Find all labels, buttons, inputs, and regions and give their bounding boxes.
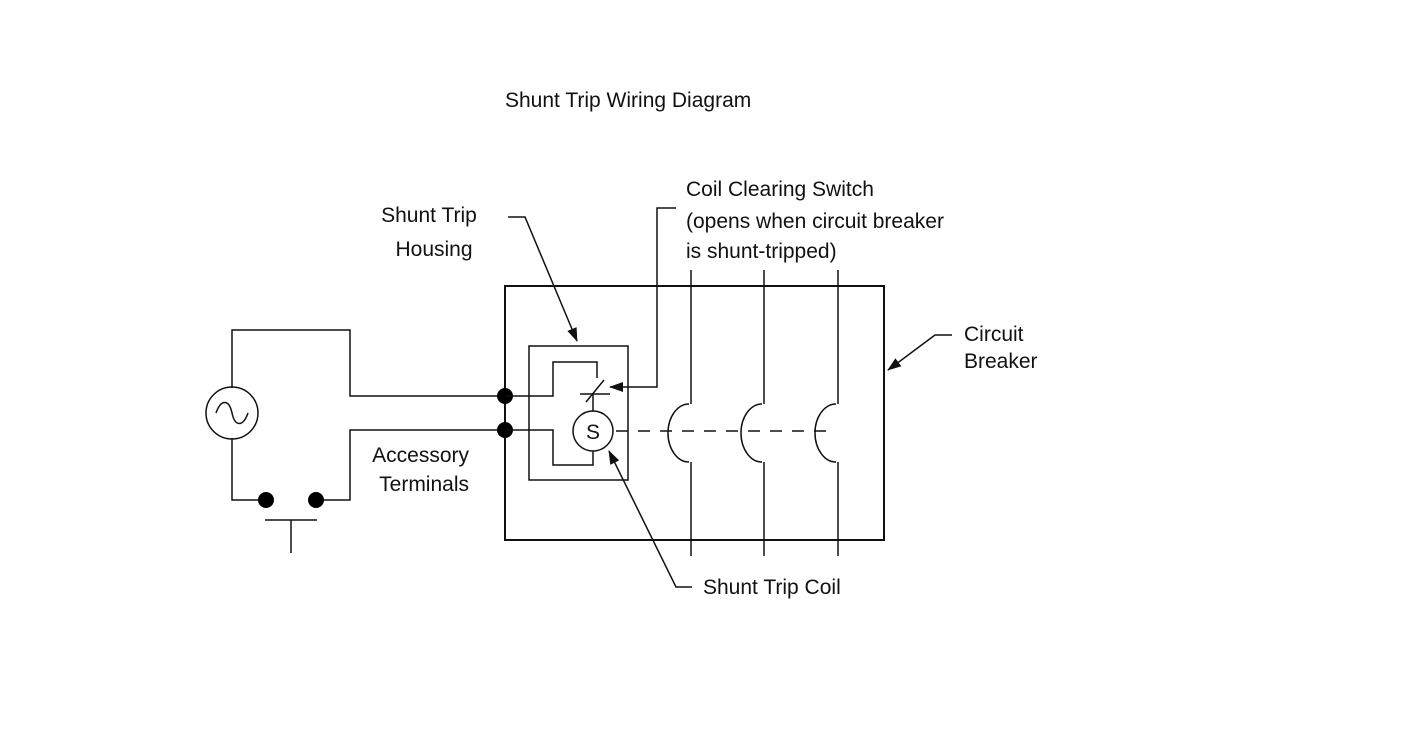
circuit-breaker-leader-arrow <box>887 334 952 371</box>
diagram-title: Shunt Trip Wiring Diagram <box>505 89 751 112</box>
svg-text:Circuit: Circuit <box>964 323 1024 346</box>
breaker-pole-1 <box>667 270 692 556</box>
breaker-pole-3 <box>814 270 839 556</box>
svg-text:Accessory: Accessory <box>372 444 469 467</box>
svg-text:Terminals: Terminals <box>379 473 469 496</box>
pushbutton-switch-icon <box>258 492 324 553</box>
shunt-trip-coil-leader-arrow <box>608 450 692 588</box>
breaker-pole-2 <box>740 270 765 556</box>
supply-wire-bottom-right <box>316 429 505 501</box>
shunt-trip-housing-box <box>528 345 629 481</box>
coil-symbol-icon: S <box>572 410 614 452</box>
shunt-trip-housing-label: Shunt Trip Housing <box>381 204 477 261</box>
nc-switch-icon <box>580 379 610 403</box>
housing-wire-bottom <box>505 429 594 466</box>
svg-text:is shunt-tripped): is shunt-tripped) <box>686 240 837 263</box>
housing-wire-top <box>505 361 598 397</box>
svg-text:(opens when circuit breaker: (opens when circuit breaker <box>686 210 944 233</box>
control-circuit <box>205 329 505 553</box>
supply-wire-top <box>231 329 505 397</box>
coil-clearing-switch-label: Coil Clearing Switch (opens when circuit… <box>686 178 944 263</box>
ac-source-icon <box>205 386 259 440</box>
svg-text:Housing: Housing <box>395 238 472 261</box>
svg-text:Coil Clearing Switch: Coil Clearing Switch <box>686 178 874 201</box>
accessory-terminals-label: Accessory Terminals <box>372 444 469 496</box>
svg-text:Shunt Trip: Shunt Trip <box>381 204 477 227</box>
svg-text:Breaker: Breaker <box>964 350 1038 373</box>
circuit-breaker-label: Circuit Breaker <box>964 323 1038 373</box>
coil-clearing-switch-leader-arrow <box>609 207 676 392</box>
coil-symbol-letter: S <box>586 421 600 444</box>
supply-wire-bottom <box>231 438 266 501</box>
housing-leader-arrow <box>508 216 578 342</box>
shunt-trip-coil-label: Shunt Trip Coil <box>703 576 841 599</box>
circuit-breaker-enclosure <box>504 285 885 541</box>
